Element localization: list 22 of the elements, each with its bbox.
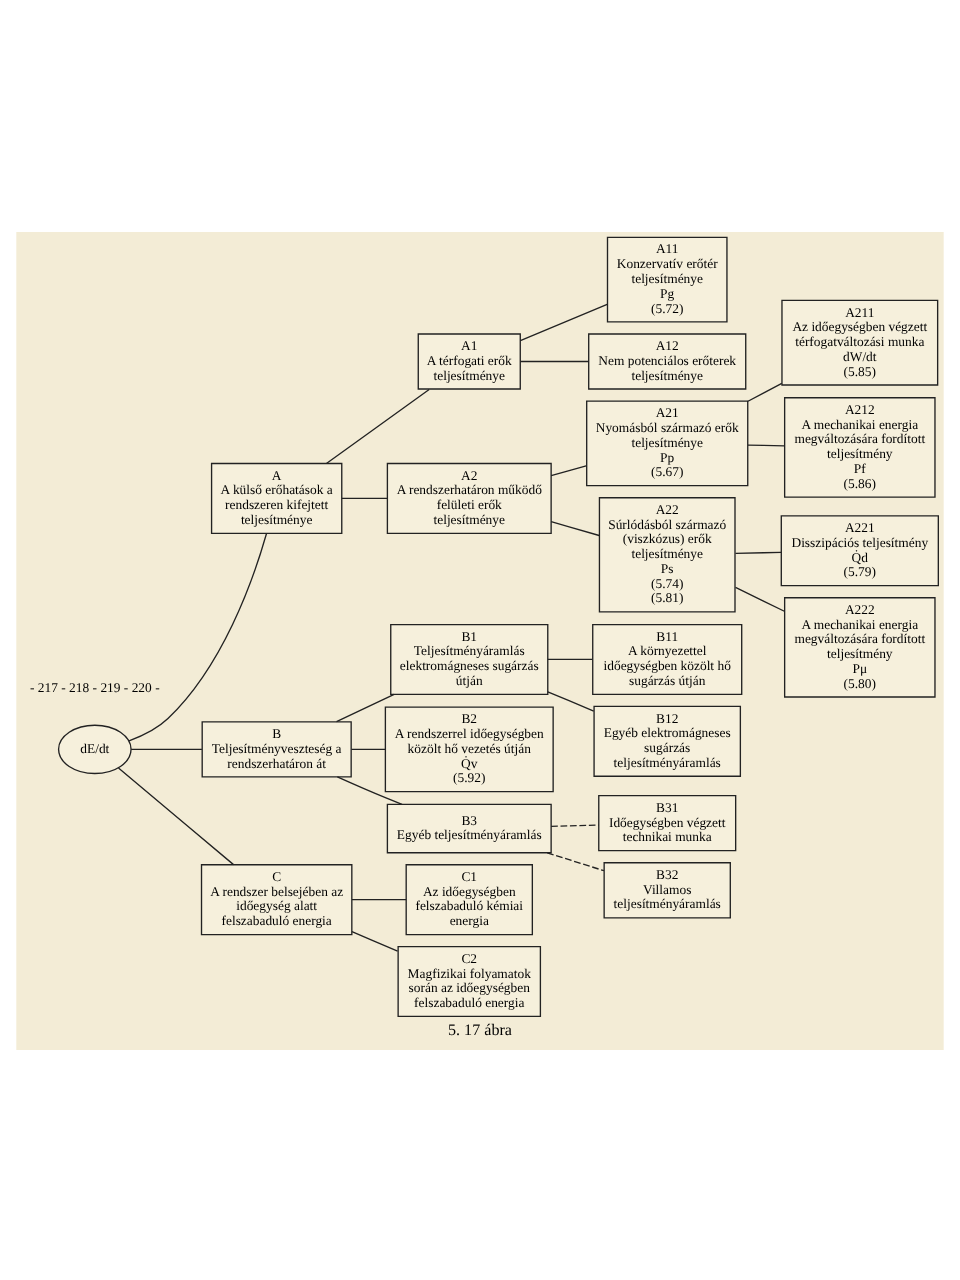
connector (550, 464, 587, 476)
connector (547, 690, 595, 711)
connector (351, 929, 399, 951)
connector (747, 443, 785, 446)
connector (325, 387, 430, 464)
connector (117, 766, 235, 865)
connector (341, 496, 388, 499)
connector (547, 657, 594, 660)
connector (128, 531, 268, 741)
connector (550, 520, 600, 536)
connector (734, 585, 786, 611)
connector (519, 302, 608, 341)
connector (550, 823, 600, 826)
connector (335, 692, 395, 722)
connector (351, 898, 407, 900)
connector (130, 747, 203, 750)
connector (336, 775, 403, 804)
connector (747, 381, 783, 401)
connector (734, 550, 782, 553)
connector (519, 359, 590, 362)
connector (546, 851, 605, 871)
connector (350, 747, 386, 750)
